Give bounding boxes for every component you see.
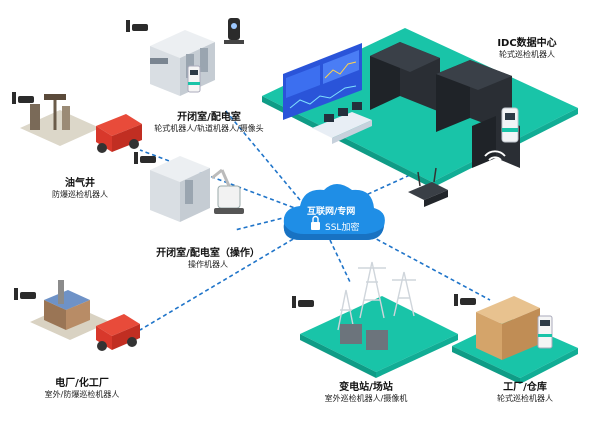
label-powerplant-title: 电厂/化工厂 [55, 378, 109, 389]
label-substation: 变电站/场站 室外巡检机器人/摄像机 [296, 382, 436, 404]
label-powerplant: 电厂/化工厂 室外/防爆巡检机器人 [22, 378, 142, 400]
router-icon [408, 167, 448, 207]
cloud-network-label: 互联网/专网 [307, 207, 356, 217]
oilwell-scene [20, 94, 142, 153]
label-oilwell-sub: 防爆巡检机器人 [52, 190, 108, 199]
warehouse-robot-icon [537, 315, 553, 349]
label-substation-title: 变电站/场站 [339, 382, 393, 393]
outdoor-robot-icon [96, 314, 140, 351]
label-switchroom-top-sub: 轮式机器人/轨道机器人/摄像头 [154, 124, 264, 133]
operator-desk [312, 102, 372, 144]
ssl-label: SSL加密 [325, 223, 360, 233]
switchroom-robot-icon [187, 65, 201, 93]
camera-icon [292, 296, 314, 308]
ptz-camera-icon [224, 18, 244, 44]
label-warehouse: 工厂/仓库 轮式巡检机器人 [470, 382, 580, 404]
operation-robot-icon [211, 168, 244, 214]
label-switchroom-top-title: 开闭室/配电室 [177, 112, 241, 123]
camera-icon [14, 288, 36, 300]
lock-icon [311, 215, 320, 230]
camera-icon [126, 20, 148, 32]
warehouse-scene [452, 296, 578, 384]
label-substation-sub: 室外巡检机器人/摄像机 [324, 394, 408, 403]
label-powerplant-sub: 室外/防爆巡检机器人 [44, 390, 120, 399]
camera-icons [12, 20, 476, 308]
cargo-boxes-icon [476, 296, 540, 360]
link-warehouse [351, 225, 491, 301]
substation-scene [300, 261, 458, 378]
switchroom-top-scene [150, 18, 244, 96]
label-oilwell: 油气井 防爆巡检机器人 [30, 178, 130, 200]
camera-icon [12, 92, 34, 104]
explosion-proof-robot-icon [96, 114, 142, 153]
link-oilwell [139, 149, 301, 211]
label-idc-sub: 轮式巡检机器人 [499, 50, 555, 59]
label-switchroom-top: 开闭室/配电室 轮式机器人/轨道机器人/摄像头 [134, 112, 284, 134]
cloud-icon [283, 184, 385, 240]
wifi-icon [484, 150, 506, 167]
camera-icon [454, 294, 476, 306]
idc-robot-icon [501, 107, 519, 143]
idc-platform [262, 28, 578, 207]
transformer-icon [340, 324, 388, 350]
label-switchroom-op-title: 开闭室/配电室（操作） [156, 248, 260, 259]
monitor-wall [283, 43, 362, 120]
label-warehouse-sub: 轮式巡检机器人 [497, 394, 553, 403]
server-racks [370, 42, 520, 168]
label-oilwell-title: 油气井 [65, 178, 95, 189]
transmission-tower-icon [337, 261, 416, 331]
link-powerplant [139, 231, 306, 331]
label-warehouse-title: 工厂/仓库 [503, 382, 547, 393]
link-substation [329, 239, 351, 283]
link-switchroom-top [224, 109, 301, 201]
label-idc: IDC数据中心 轮式巡检机器人 [472, 38, 582, 60]
label-switchroom-op-sub: 操作机器人 [188, 260, 228, 269]
switchroom-op-scene [150, 156, 244, 222]
label-idc-title: IDC数据中心 [497, 38, 557, 49]
powerplant-scene [30, 280, 140, 351]
label-switchroom-op: 开闭室/配电室（操作） 操作机器人 [128, 248, 288, 270]
camera-icon [134, 152, 156, 164]
